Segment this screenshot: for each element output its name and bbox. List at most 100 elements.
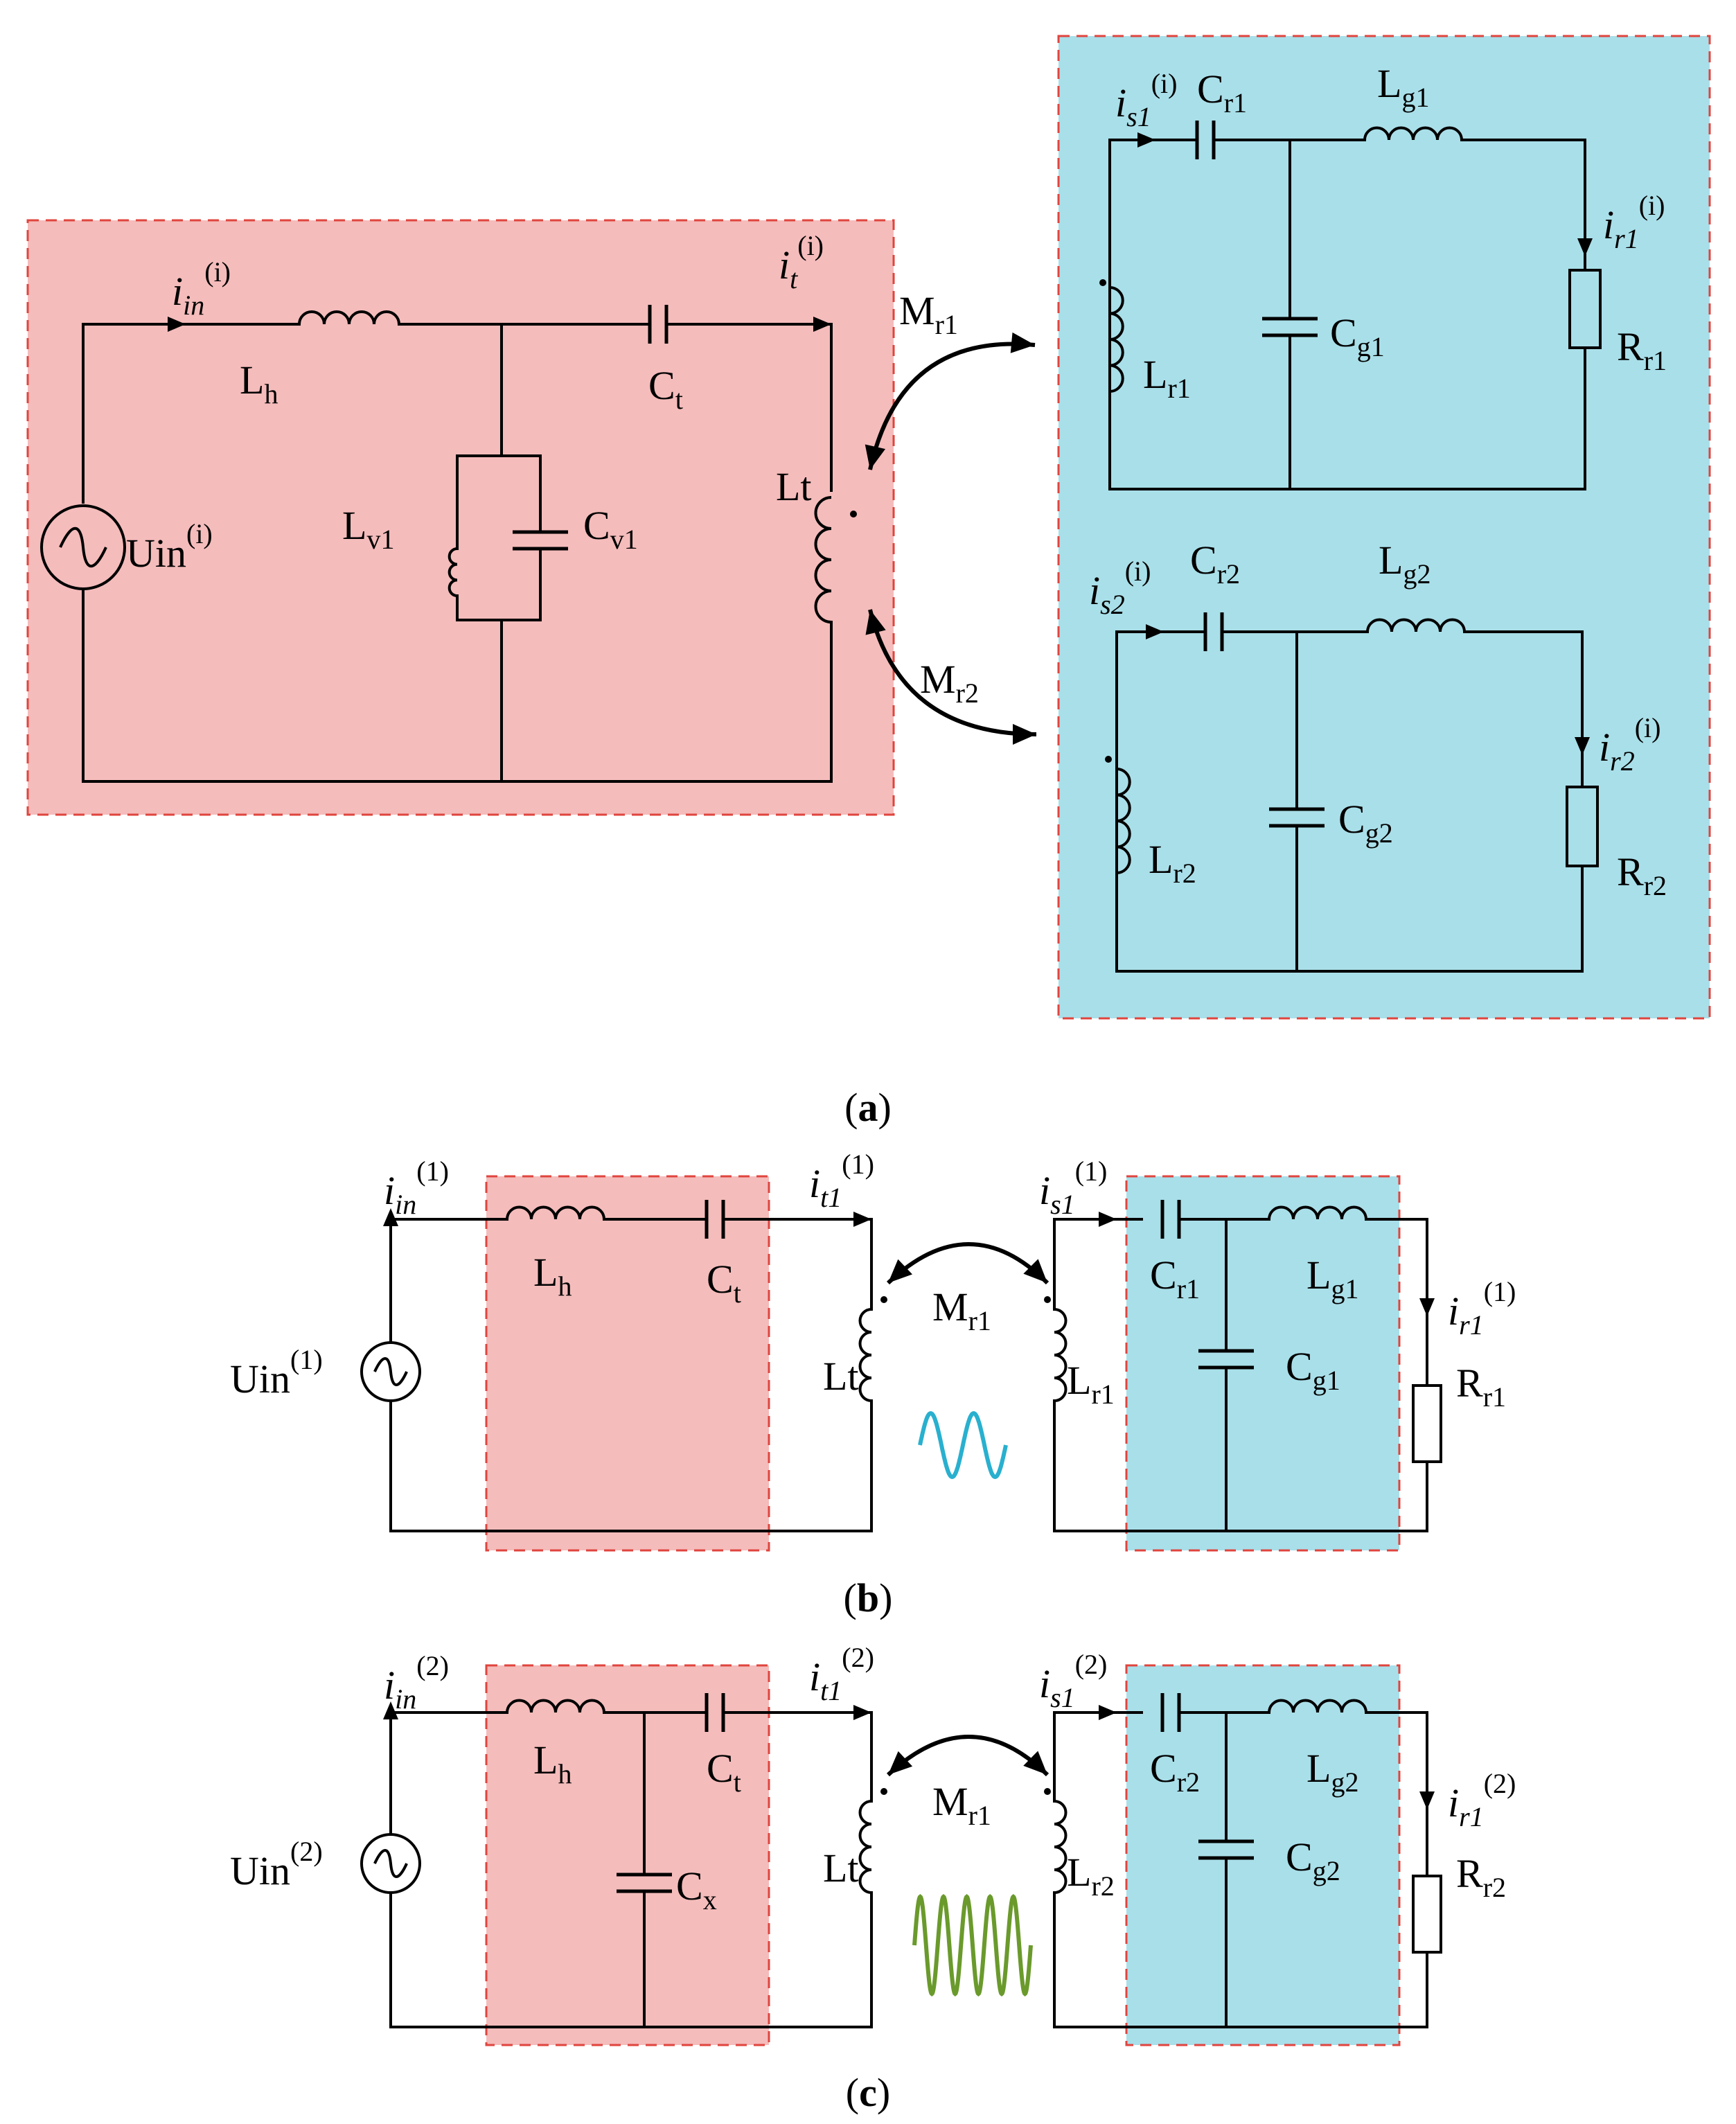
b-Lh-inductor: [506, 1205, 605, 1220]
label-base: Uin: [126, 531, 186, 576]
label-subscript: r1: [1167, 373, 1190, 404]
coupling-arrowhead: [888, 1259, 912, 1283]
panel-b-receiver-region: [1125, 1175, 1401, 1552]
label-subscript: r1: [1177, 1273, 1200, 1304]
b-Lh-label: Lh: [533, 1250, 572, 1302]
caption-a: (a): [844, 1085, 892, 1130]
label-subscript: r2: [1483, 1872, 1506, 1903]
label-superscript: (2): [842, 1642, 874, 1673]
label-base: R: [1617, 849, 1644, 894]
rx2-Cg-label: Cg2: [1338, 797, 1393, 849]
current-arrow: [1146, 624, 1164, 639]
polarity-dot: [1099, 279, 1106, 286]
rx1-wire-top2: [1460, 139, 1586, 272]
b-Lr-label: Lr1: [1067, 1358, 1115, 1410]
c-Cx-capacitor: [617, 1873, 672, 1893]
label-subscript: in: [395, 1189, 416, 1220]
label-subscript: r2: [1173, 858, 1196, 889]
b-i-in-label: iin(1): [384, 1156, 449, 1220]
Lg2-inductor: [1366, 618, 1466, 632]
Lt-coil: [814, 496, 832, 623]
polarity-dot: [1044, 1296, 1051, 1303]
label-base: i: [809, 1161, 820, 1206]
rx1-Rr-label: Rr1: [1617, 324, 1667, 376]
label-subscript: r2: [1644, 870, 1667, 901]
b-rx-wire-top2: [1365, 1218, 1428, 1387]
rx1-Cr-label: Cr1: [1197, 67, 1247, 118]
label-base: i: [779, 242, 790, 287]
label-subscript: s1: [1126, 101, 1151, 132]
label-base: i: [1039, 1661, 1050, 1706]
caption-paren: (: [846, 2070, 859, 2115]
b-Lt-coil: [858, 1308, 872, 1402]
polarity-dot: [880, 1788, 887, 1795]
b-Mr1-coupling-arrow: [886, 1242, 1049, 1285]
label-base: L: [533, 1737, 558, 1782]
label-subscript: r1: [1459, 1309, 1484, 1340]
label-base: L: [240, 357, 264, 402]
label-base: L: [1067, 1358, 1091, 1403]
c-Mr1-coupling-arrow: [886, 1735, 1049, 1777]
b-rx-wire-bottom: [1053, 1460, 1428, 1532]
label-superscript: (i): [1639, 190, 1665, 221]
rx2-Lg-label: Lg2: [1379, 538, 1431, 590]
caption-letter: c: [859, 2070, 877, 2115]
source-circle: [360, 1833, 421, 1894]
b-wire-bottom: [389, 1399, 873, 1532]
label-base: L: [1379, 538, 1403, 583]
rx1-Lr-label: Lr1: [1143, 352, 1191, 404]
label-superscript: (i): [1635, 712, 1661, 743]
label-subscript: r1: [935, 309, 958, 340]
label-superscript: (2): [290, 1836, 323, 1867]
label-base: Uin: [230, 1356, 290, 1401]
Lt-label: Lt: [776, 464, 812, 509]
label-base: L: [342, 503, 366, 548]
Mr1-label: Mr1: [899, 288, 958, 340]
label-base: C: [583, 503, 610, 548]
label-base: L: [1149, 837, 1173, 882]
Lh-inductor: [298, 310, 400, 325]
Lh-label: Lh: [240, 357, 278, 409]
b-Ct-capacitor: [705, 1200, 725, 1239]
label-subscript: g1: [1401, 82, 1429, 113]
c-Cg-label: Cg2: [1286, 1834, 1340, 1886]
label-subscript: r1: [1644, 345, 1667, 376]
b-Lr-coil: [1054, 1308, 1068, 1402]
label-subscript: r1: [1614, 223, 1639, 254]
label-base: C: [1190, 538, 1217, 583]
label-subscript: t: [734, 1767, 741, 1798]
b-Lt-label: Lt: [823, 1354, 859, 1399]
rx2-Rr-label: Rr2: [1617, 849, 1667, 901]
c-Cr-capacitor: [1160, 1693, 1181, 1732]
rx1-Cg-label: Cg1: [1330, 310, 1385, 362]
Mr1-coupling-arrow: [868, 342, 1036, 470]
current-arrow: [1577, 238, 1593, 256]
rx1-ir-label: ir1(i): [1603, 190, 1665, 254]
b-Cr-capacitor: [1160, 1200, 1181, 1239]
label-subscript: s1: [1050, 1189, 1075, 1220]
caption-paren: ): [878, 1085, 892, 1130]
source-label: Uin(i): [126, 518, 213, 576]
label-subscript: t: [790, 263, 798, 294]
label-subscript: in: [183, 290, 204, 321]
label-subscript: in: [395, 1683, 416, 1715]
label-subscript: t: [675, 384, 683, 415]
label-subscript: r1: [968, 1800, 991, 1831]
label-base: C: [676, 1864, 703, 1909]
current-arrow: [1575, 737, 1590, 755]
current-arrow: [1099, 1212, 1117, 1227]
label-base: L: [1067, 1850, 1091, 1895]
label-base: L: [533, 1250, 558, 1295]
current-arrow: [383, 1208, 398, 1226]
label-subscript: r2: [1091, 1870, 1114, 1902]
c-Cr-label: Cr2: [1150, 1746, 1200, 1798]
current-arrow: [1137, 132, 1155, 148]
c-Cg-capacitor: [1198, 1839, 1254, 1860]
c-Lt-coil: [858, 1800, 872, 1894]
c-rx-wire-bottom: [1053, 1951, 1428, 2028]
Lg1-inductor: [1363, 126, 1463, 141]
sine-wave-icon: [373, 1848, 408, 1879]
label-superscript: (1): [1484, 1276, 1516, 1307]
c-Lh-label: Lh: [533, 1737, 572, 1789]
